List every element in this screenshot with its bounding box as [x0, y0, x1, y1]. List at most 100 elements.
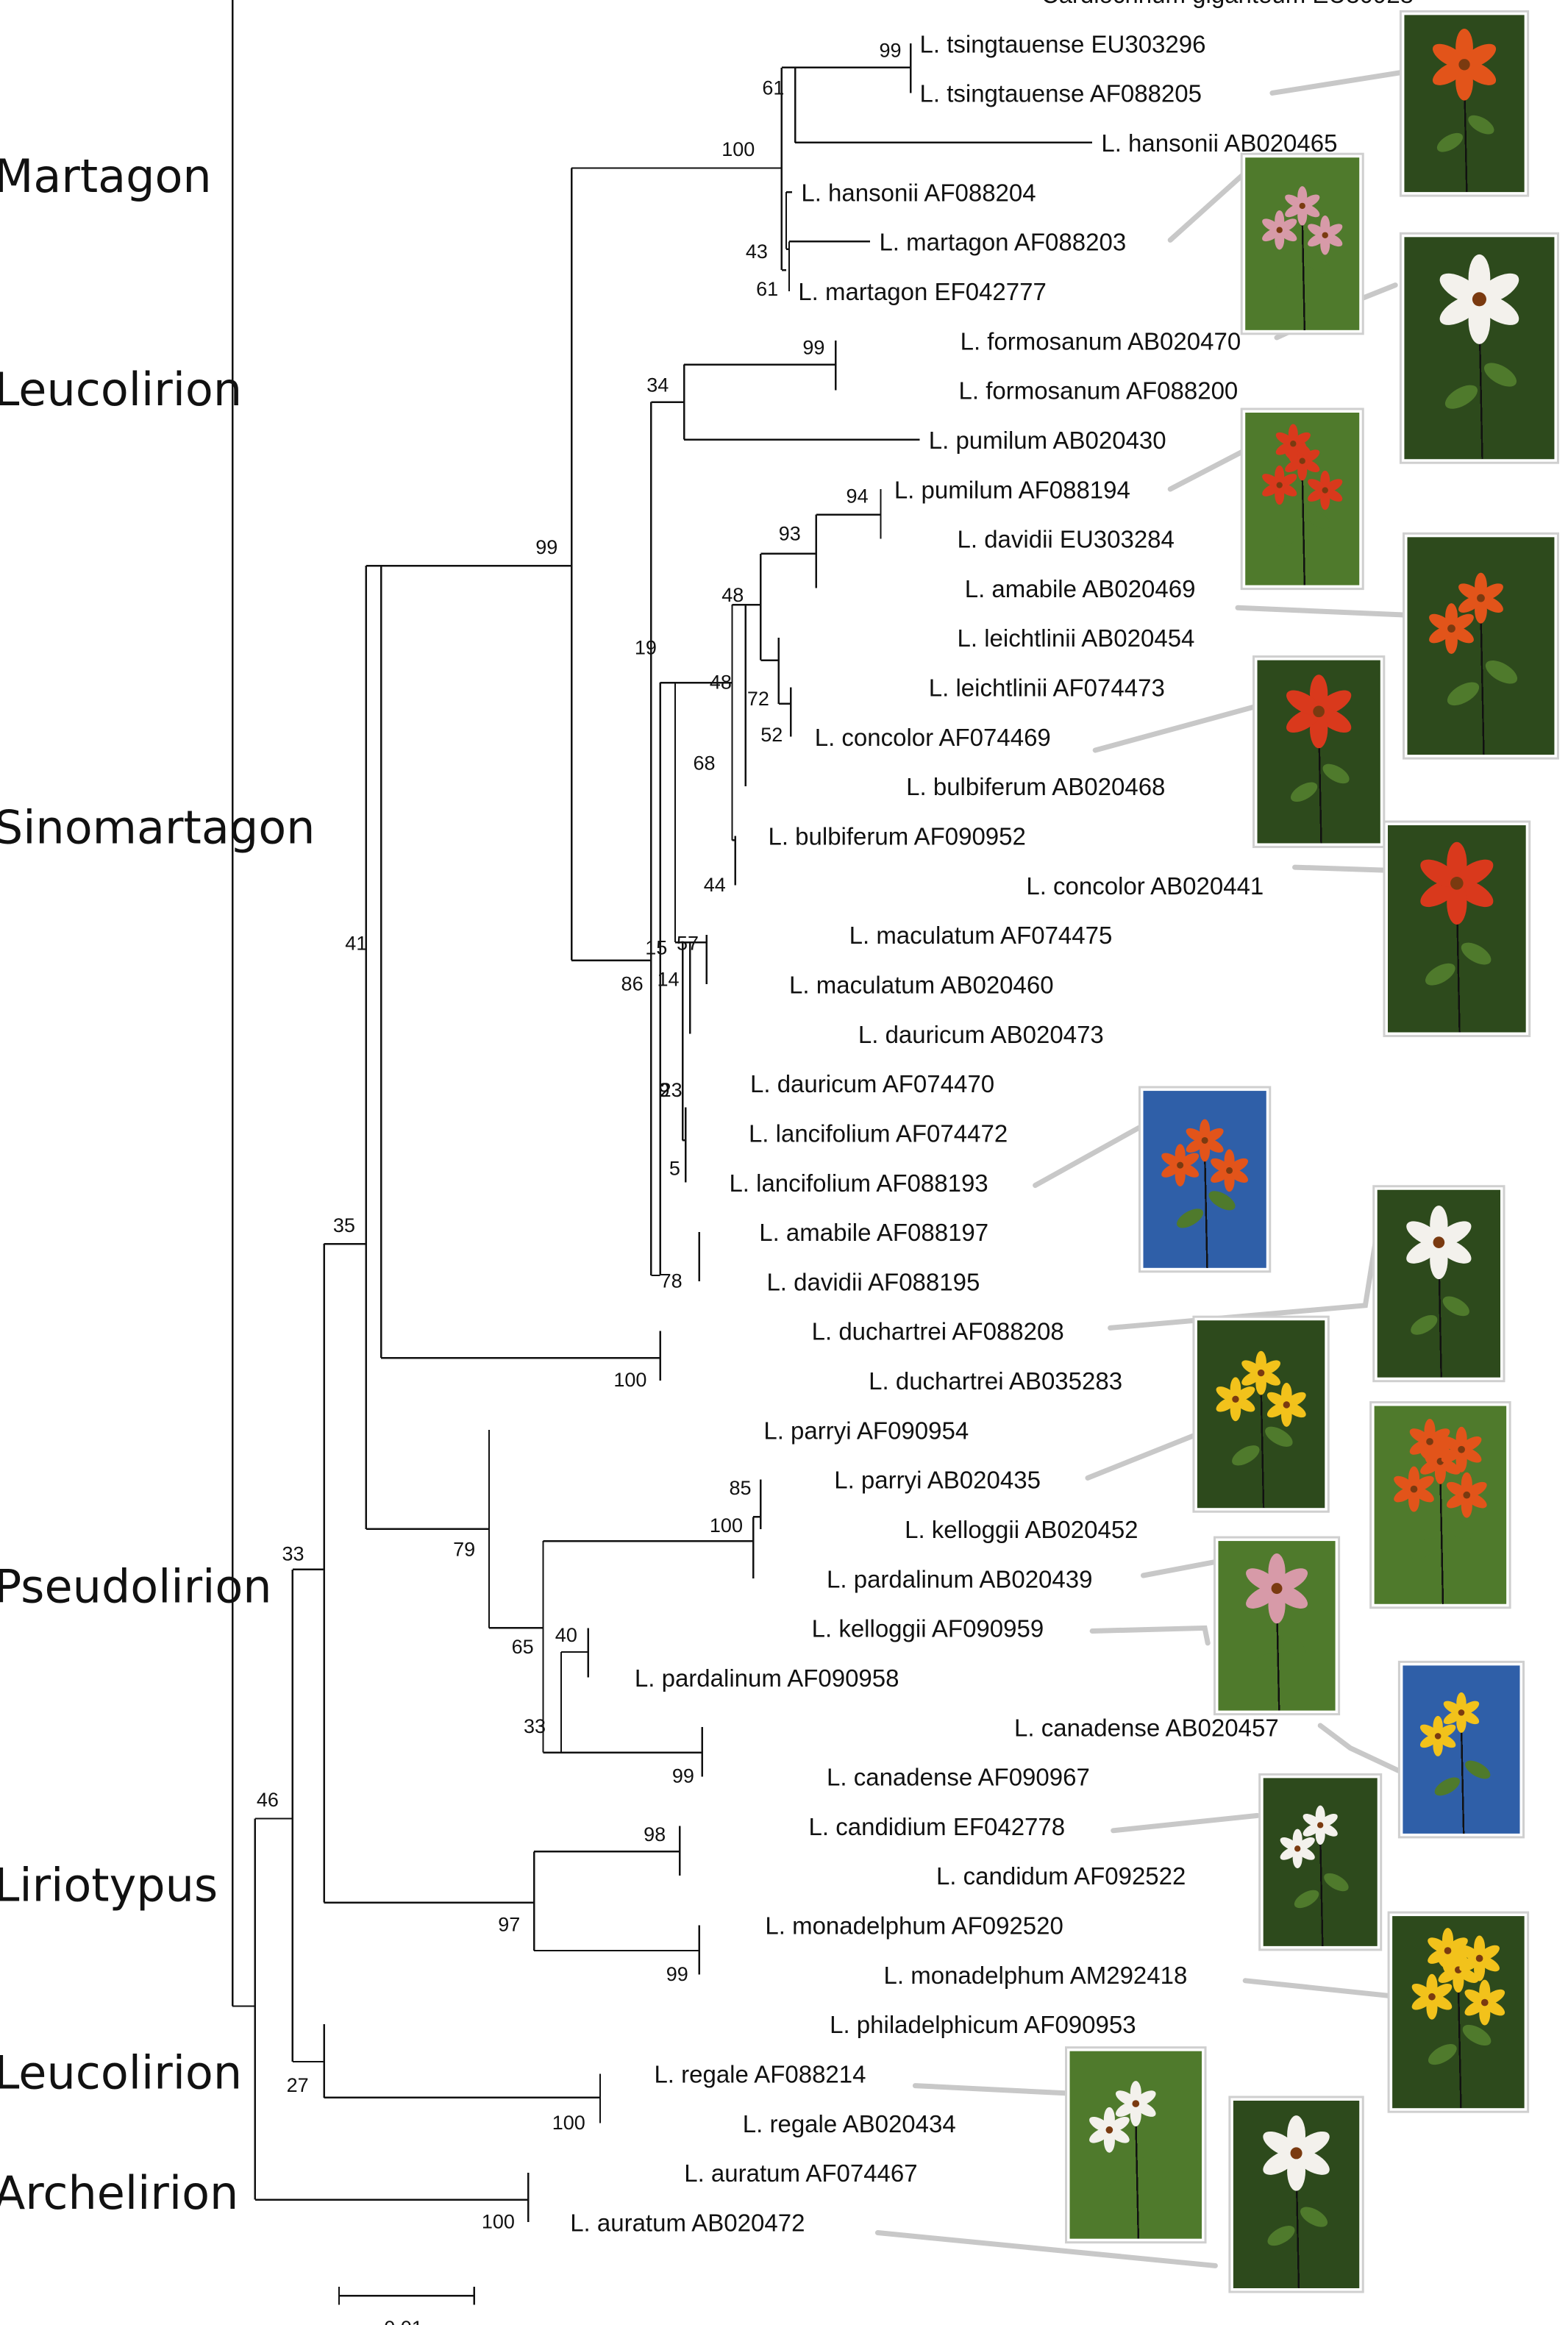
photo-callout-line [1111, 1812, 1261, 1834]
flower-petal [1450, 626, 1474, 644]
flower-petal [1262, 474, 1281, 488]
flower-leaf [1444, 385, 1478, 409]
flower-petal [1263, 2131, 1299, 2157]
leaf-label: L. kelloggii AF090959 [812, 1615, 1044, 1642]
flower-petal [1291, 441, 1311, 455]
flower-center [1428, 1993, 1436, 2001]
leaf-label: L. lancifolium AF074472 [749, 1119, 1008, 1147]
flower-petal [1483, 2000, 1505, 2016]
flower-leaf [1428, 2044, 1457, 2065]
flower-petal [1439, 273, 1482, 304]
flower-center [1458, 59, 1470, 71]
flower-petal [1460, 1447, 1482, 1463]
leaf-label: L. bulbiferum AF090952 [768, 823, 1025, 850]
leaf-label: L. pardalinum AF090958 [635, 1664, 899, 1692]
flower-center [1290, 2147, 1302, 2160]
flower-petal [1429, 613, 1453, 631]
flower-petal [1280, 1837, 1299, 1851]
leaf-label: L. parryi AB020435 [834, 1467, 1041, 1494]
flower-leaf [1294, 1890, 1319, 1909]
flower-center [1458, 1709, 1465, 1716]
flower-petal [1161, 1153, 1182, 1167]
flower-center [1276, 482, 1283, 488]
section-label: Liriotypus [0, 1859, 218, 1912]
leaf-label: L. lancifolium AF088193 [729, 1169, 988, 1197]
leaf-label: L. auratum AF074467 [684, 2160, 917, 2187]
flower-petal [1419, 1724, 1439, 1739]
bootstrap-value: 14 [658, 968, 680, 990]
flower-leaf [1322, 763, 1350, 784]
flower-petal [1115, 2090, 1137, 2107]
bootstrap-value: 85 [729, 1477, 751, 1499]
bootstrap-value: 68 [693, 752, 715, 775]
photo-layer [874, 10, 1559, 2293]
leaf-label: L. candidium EF042778 [809, 1813, 1066, 1840]
flower-petal [1446, 1481, 1468, 1498]
leaf-label: L. regale AB020434 [743, 2110, 956, 2137]
flower-leaf [1305, 510, 1331, 529]
leaf-label: L. tsingtauense EU303296 [920, 30, 1206, 57]
flower-center [1322, 487, 1328, 494]
flower-center [1317, 1822, 1324, 1829]
flower-petal [1179, 1163, 1200, 1178]
leaf-label: L. duchartrei AB035283 [869, 1367, 1122, 1395]
flower-leaf [1300, 2207, 1328, 2227]
section-label: Leucolirion [0, 2046, 242, 2100]
flower-center [1276, 227, 1283, 233]
bootstrap-value: 5 [669, 1157, 680, 1179]
bootstrap-value: 97 [498, 1913, 520, 1935]
flower-petal [1430, 1994, 1453, 2010]
photo-callout-line [1242, 1978, 1391, 1998]
flower-stem [1301, 473, 1306, 585]
flower-center [1426, 1438, 1433, 1445]
flower-center [1322, 232, 1328, 238]
bootstrap-value: 46 [257, 1789, 279, 1811]
flower-petal [1324, 488, 1343, 502]
leaf-label: L. regale AF088214 [654, 2061, 866, 2088]
leaf-label: L. monadelphum AF092520 [765, 1912, 1063, 1940]
flower-leaf [1140, 2157, 1169, 2178]
bootstrap-value: 48 [710, 671, 732, 693]
bootstrap-value: 100 [482, 2210, 515, 2232]
leaf-label: L. candidum AF092522 [936, 1862, 1186, 1890]
photo-callout-line [1092, 702, 1264, 753]
leaf-label: L. martagon AF088203 [879, 229, 1126, 256]
bootstrap-value: 33 [282, 1543, 304, 1565]
bootstrap-value: 99 [535, 536, 557, 558]
flower-leaf [1436, 132, 1464, 152]
flower-petal [1246, 1568, 1279, 1592]
leaf-label: L. tsingtauense AF088205 [920, 80, 1202, 107]
leaf-label: L. monadelphum AM292418 [884, 1962, 1188, 1989]
photo-callout-line [1033, 1122, 1146, 1189]
leaf-label: L. davidii EU303284 [958, 526, 1175, 553]
bootstrap-value: 99 [672, 1765, 694, 1787]
flower-center [1299, 202, 1305, 210]
bootstrap-value: 52 [760, 724, 783, 746]
bootstrap-value: 99 [879, 40, 901, 62]
bootstrap-value: 94 [847, 485, 869, 507]
flower-center [1226, 1167, 1233, 1174]
flower-petal [1478, 1956, 1500, 1972]
bootstrap-value: 100 [710, 1514, 743, 1537]
leaf-label: L. concolor AB020441 [1026, 872, 1264, 900]
flower-petal [1285, 194, 1304, 208]
flower-petal [1134, 2101, 1156, 2117]
flower-petal [1319, 1823, 1338, 1837]
flower-leaf [1177, 1208, 1204, 1228]
bootstrap-value: 35 [333, 1214, 355, 1236]
bootstrap-value: 99 [802, 336, 824, 358]
photo-callout-line [912, 2083, 1068, 2096]
photo-callout-line [1167, 170, 1248, 243]
bootstrap-value: 57 [677, 932, 699, 954]
flower-petal [1464, 1989, 1486, 2005]
bootstrap-value: 65 [512, 1636, 534, 1658]
flower-leaf [1442, 1296, 1469, 1317]
bootstrap-value: 19 [635, 636, 657, 658]
flower-petal [1428, 1937, 1450, 1954]
flower-leaf [1485, 660, 1518, 684]
flower-petal [1458, 583, 1483, 601]
flower-center [1232, 1395, 1239, 1403]
flower-leaf [1447, 682, 1480, 706]
flower-petal [1216, 1386, 1237, 1402]
leaf-label: L. maculatum AF074475 [849, 922, 1113, 949]
